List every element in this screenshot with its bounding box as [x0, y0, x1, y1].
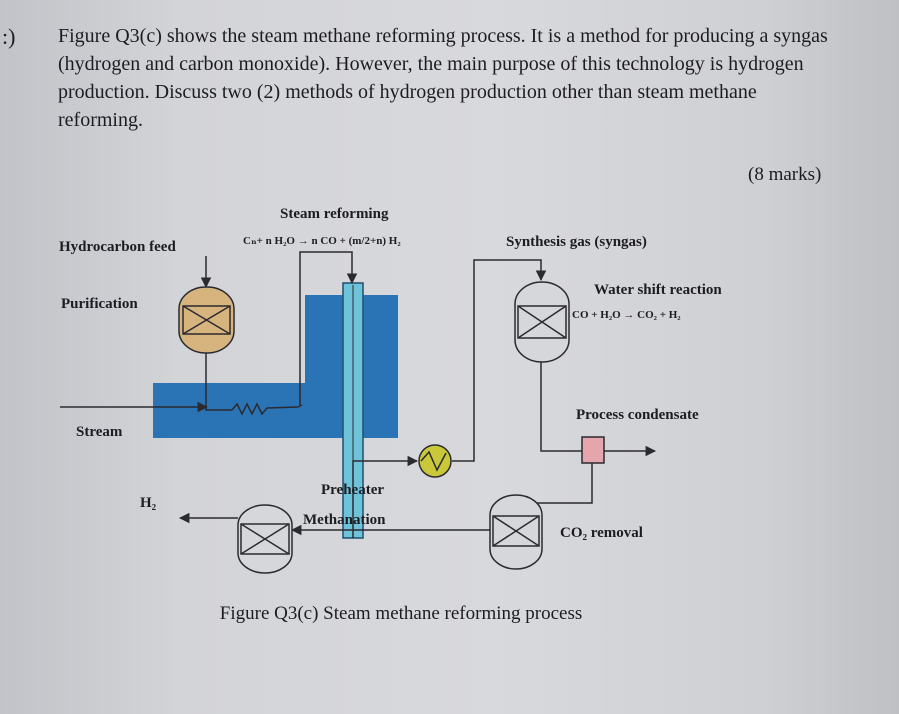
process-lines	[60, 251, 657, 538]
synthesis-gas-label: Synthesis gas (syngas)	[506, 234, 647, 250]
marks-label: (8 marks)	[748, 164, 822, 185]
water-shift-reactor	[514, 281, 570, 363]
methanation-label: Methanation	[303, 512, 386, 528]
process-condensate-box	[581, 436, 605, 464]
co2-removal-label: CO₂ removal	[560, 525, 643, 541]
stream-label: Stream	[76, 424, 123, 440]
preheater	[418, 444, 452, 478]
co2-removal-vessel	[489, 494, 543, 570]
hydrocarbon-feed-label: Hydrocarbon feed	[59, 239, 176, 255]
question-number: :)	[2, 24, 16, 49]
reforming-equation: Cₙ+ n H₂O → n CO + (m/2+n) H₂	[243, 235, 401, 247]
shift-equation: CO + H₂O → CO₂ + H₂	[572, 309, 681, 321]
h2-label: H₂	[140, 495, 157, 511]
water-shift-label: Water shift reaction	[594, 282, 722, 298]
question-text: Figure Q3(c) shows the steam methane ref…	[58, 25, 828, 131]
figure-caption: Figure Q3(c) Steam methane reforming pro…	[219, 603, 583, 624]
steam-reforming-label: Steam reforming	[280, 206, 389, 222]
purification-label: Purification	[61, 296, 138, 312]
preheater-label: Preheater	[321, 482, 384, 498]
methanation-vessel	[237, 504, 293, 574]
process-condensate-label: Process condensate	[576, 407, 699, 423]
purification-vessel	[178, 286, 235, 354]
